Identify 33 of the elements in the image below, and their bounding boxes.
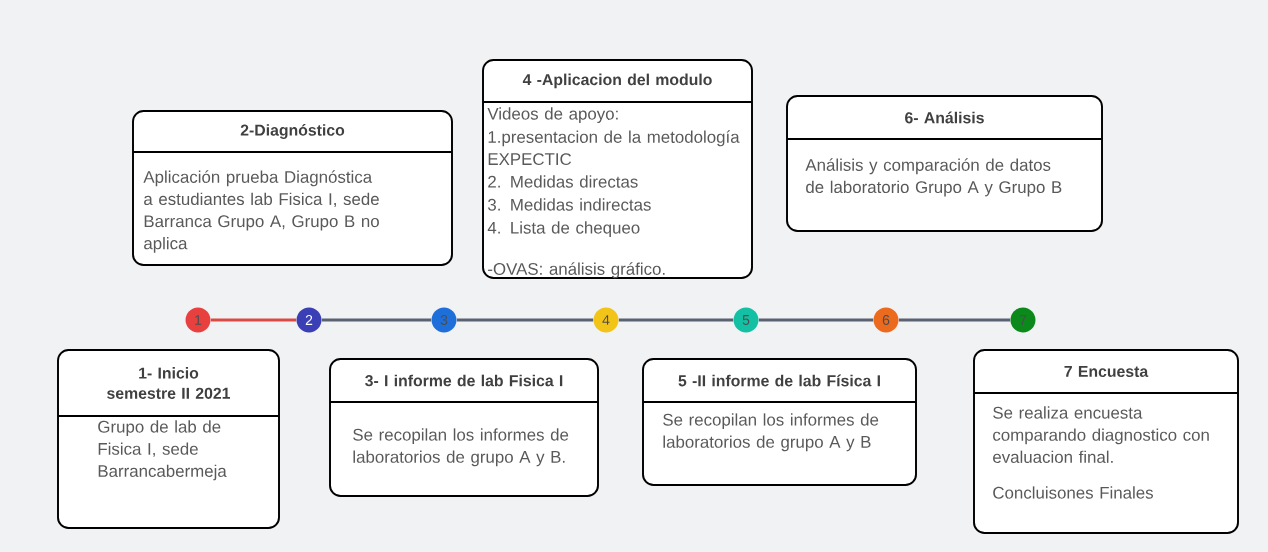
card-title: 7 Encuesta [1064, 365, 1149, 377]
card-text: -OVAS: análisis gráfico. [488, 262, 665, 279]
card-title: 4 -Aplicacion del modulo [522, 73, 712, 89]
card-text: 2. Medidas directas [488, 175, 638, 188]
card-text: Se realiza encuesta comparando diagnostico con evaluacion final. [993, 406, 1209, 463]
timeline-card [973, 349, 1239, 534]
timeline-card [57, 349, 280, 529]
connector-line [618, 318, 734, 322]
connector-line [758, 318, 874, 322]
timeline-card [329, 358, 599, 497]
card-text: Concluisones Finales [993, 486, 1153, 499]
connector-line [456, 318, 594, 322]
timeline-card [642, 358, 917, 486]
card-text: Análisis y comparación de datos de laboratorio Grupo A y Grupo B [805, 158, 1062, 197]
timeline-card [482, 59, 753, 279]
card-text: 3. Medidas indirectas [488, 198, 651, 211]
connector-line [321, 318, 432, 322]
card-title: 2-Diagnóstico [240, 124, 345, 139]
card-text: Videos de apoyo: [487, 107, 618, 124]
card-text: Aplicación prueba Diagnóstica a estudiantes lab Fisica I, sede Barranca Grupo A, Grupo B no aplica [143, 170, 379, 253]
card-title: 5 -II informe de lab Física I [678, 374, 880, 387]
card-text: Se recopilan los informes de laboratorios de grupo A y B. [353, 428, 569, 467]
card-title: 3- I informe de lab Fisica I [365, 374, 563, 387]
card-title: 1- Inicio semestre II 2021 [107, 367, 230, 399]
card-text: 1.presentacion de la metodología EXPECTIC [488, 130, 740, 166]
timeline-card [132, 110, 453, 266]
card-text: 4. Lista de chequeo [487, 221, 640, 238]
card-title: 6- Análisis [905, 111, 984, 124]
card-text: Grupo de lab de Fisica I, sede Barrancabermeja [98, 420, 227, 481]
connector-line [898, 318, 1011, 322]
timeline-card [786, 95, 1103, 232]
connector-line [210, 318, 297, 322]
card-text: Se recopilan los informes de laboratorios de grupo A y B [663, 413, 879, 452]
